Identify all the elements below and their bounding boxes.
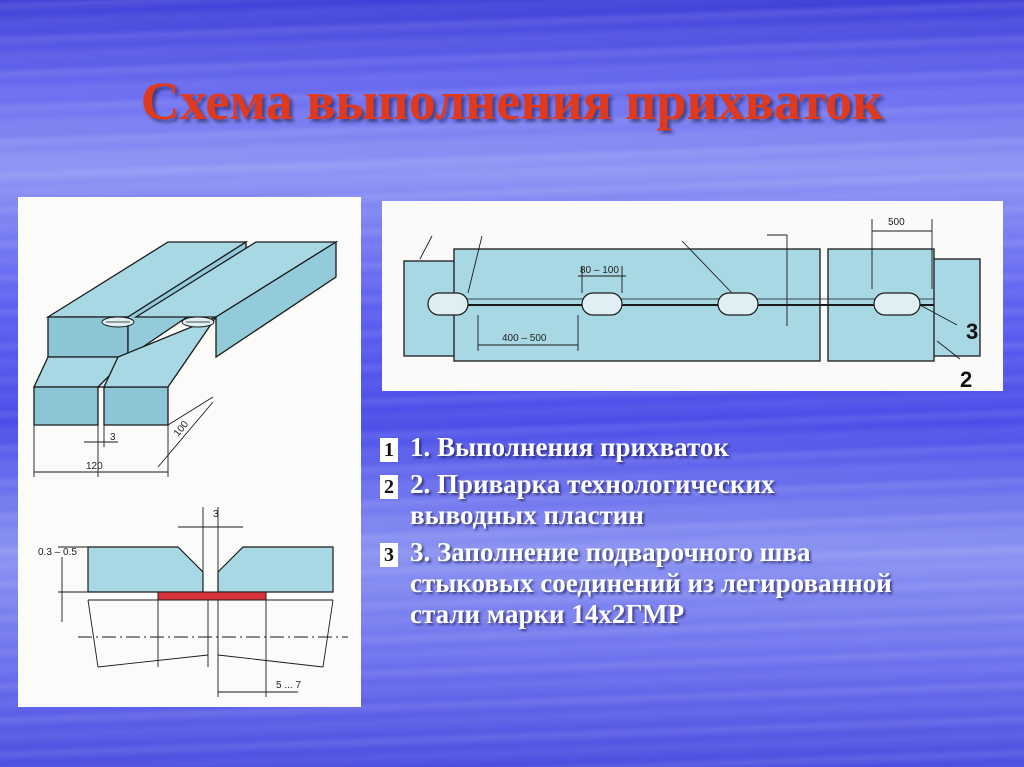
section-left-plate: [87, 546, 204, 593]
list-item-text: 2. Приварка технологических выводных пла…: [410, 469, 775, 530]
slide-title: Схема выполнения прихваток: [140, 71, 884, 131]
dim-spacing-label: 400 – 500: [502, 333, 547, 344]
callout-3-label: 3: [966, 319, 978, 344]
dim-width-label: 120: [86, 461, 103, 472]
list-item: 3 3. Заполнение подварочного шва стыковы…: [380, 537, 930, 630]
tack-weld-c: [717, 292, 759, 316]
root-weld-strip: [157, 591, 267, 601]
right-figure-panel: 500 80 – 100 400 – 500 3 2: [382, 201, 1003, 392]
left-figure-panel: 3 120 100: [18, 197, 361, 707]
list-item-text: 3. Заполнение подварочного шва стыковых …: [410, 537, 892, 629]
list-item: 2 2. Приварка технологических выводных п…: [380, 469, 880, 531]
bevel-right-front: [103, 386, 169, 426]
tack-spacing-diagram: 500 80 – 100 400 – 500 3 2: [403, 217, 981, 392]
callout-2-label: 2: [960, 367, 972, 391]
bevel-right-top: [102, 315, 218, 388]
list-item: 1 1. Выполнения прихваток: [380, 432, 1020, 463]
tack-weld-b: [581, 292, 623, 316]
dim-offset-label: 0.3 – 0.5: [38, 547, 77, 558]
tack-weld-a: [427, 292, 469, 316]
section-right-plate: [217, 546, 334, 593]
dim-end-label: 500: [888, 217, 905, 228]
list-bullet: 2: [380, 475, 398, 499]
bevel-left-front: [33, 386, 99, 426]
dim-gap-top-label: 3: [110, 432, 116, 443]
tack-weld-d: [873, 292, 921, 316]
dim-pitch-label: 80 – 100: [580, 265, 619, 276]
list-bullet: 3: [380, 543, 398, 567]
steps-list: 1 1. Выполнения прихваток 2 2. Приварка …: [380, 432, 1020, 636]
tack-weld-isometric-diagram: 3 120 100: [32, 240, 348, 697]
dim-length-label: 100: [172, 419, 191, 439]
right-plate-side: [215, 240, 337, 359]
dim-gap-section-label: 3: [213, 509, 219, 520]
list-bullet: 1: [380, 438, 398, 462]
dim-bevel-label: 5 ... 7: [276, 680, 301, 691]
list-item-text: 1. Выполнения прихваток: [410, 432, 729, 462]
